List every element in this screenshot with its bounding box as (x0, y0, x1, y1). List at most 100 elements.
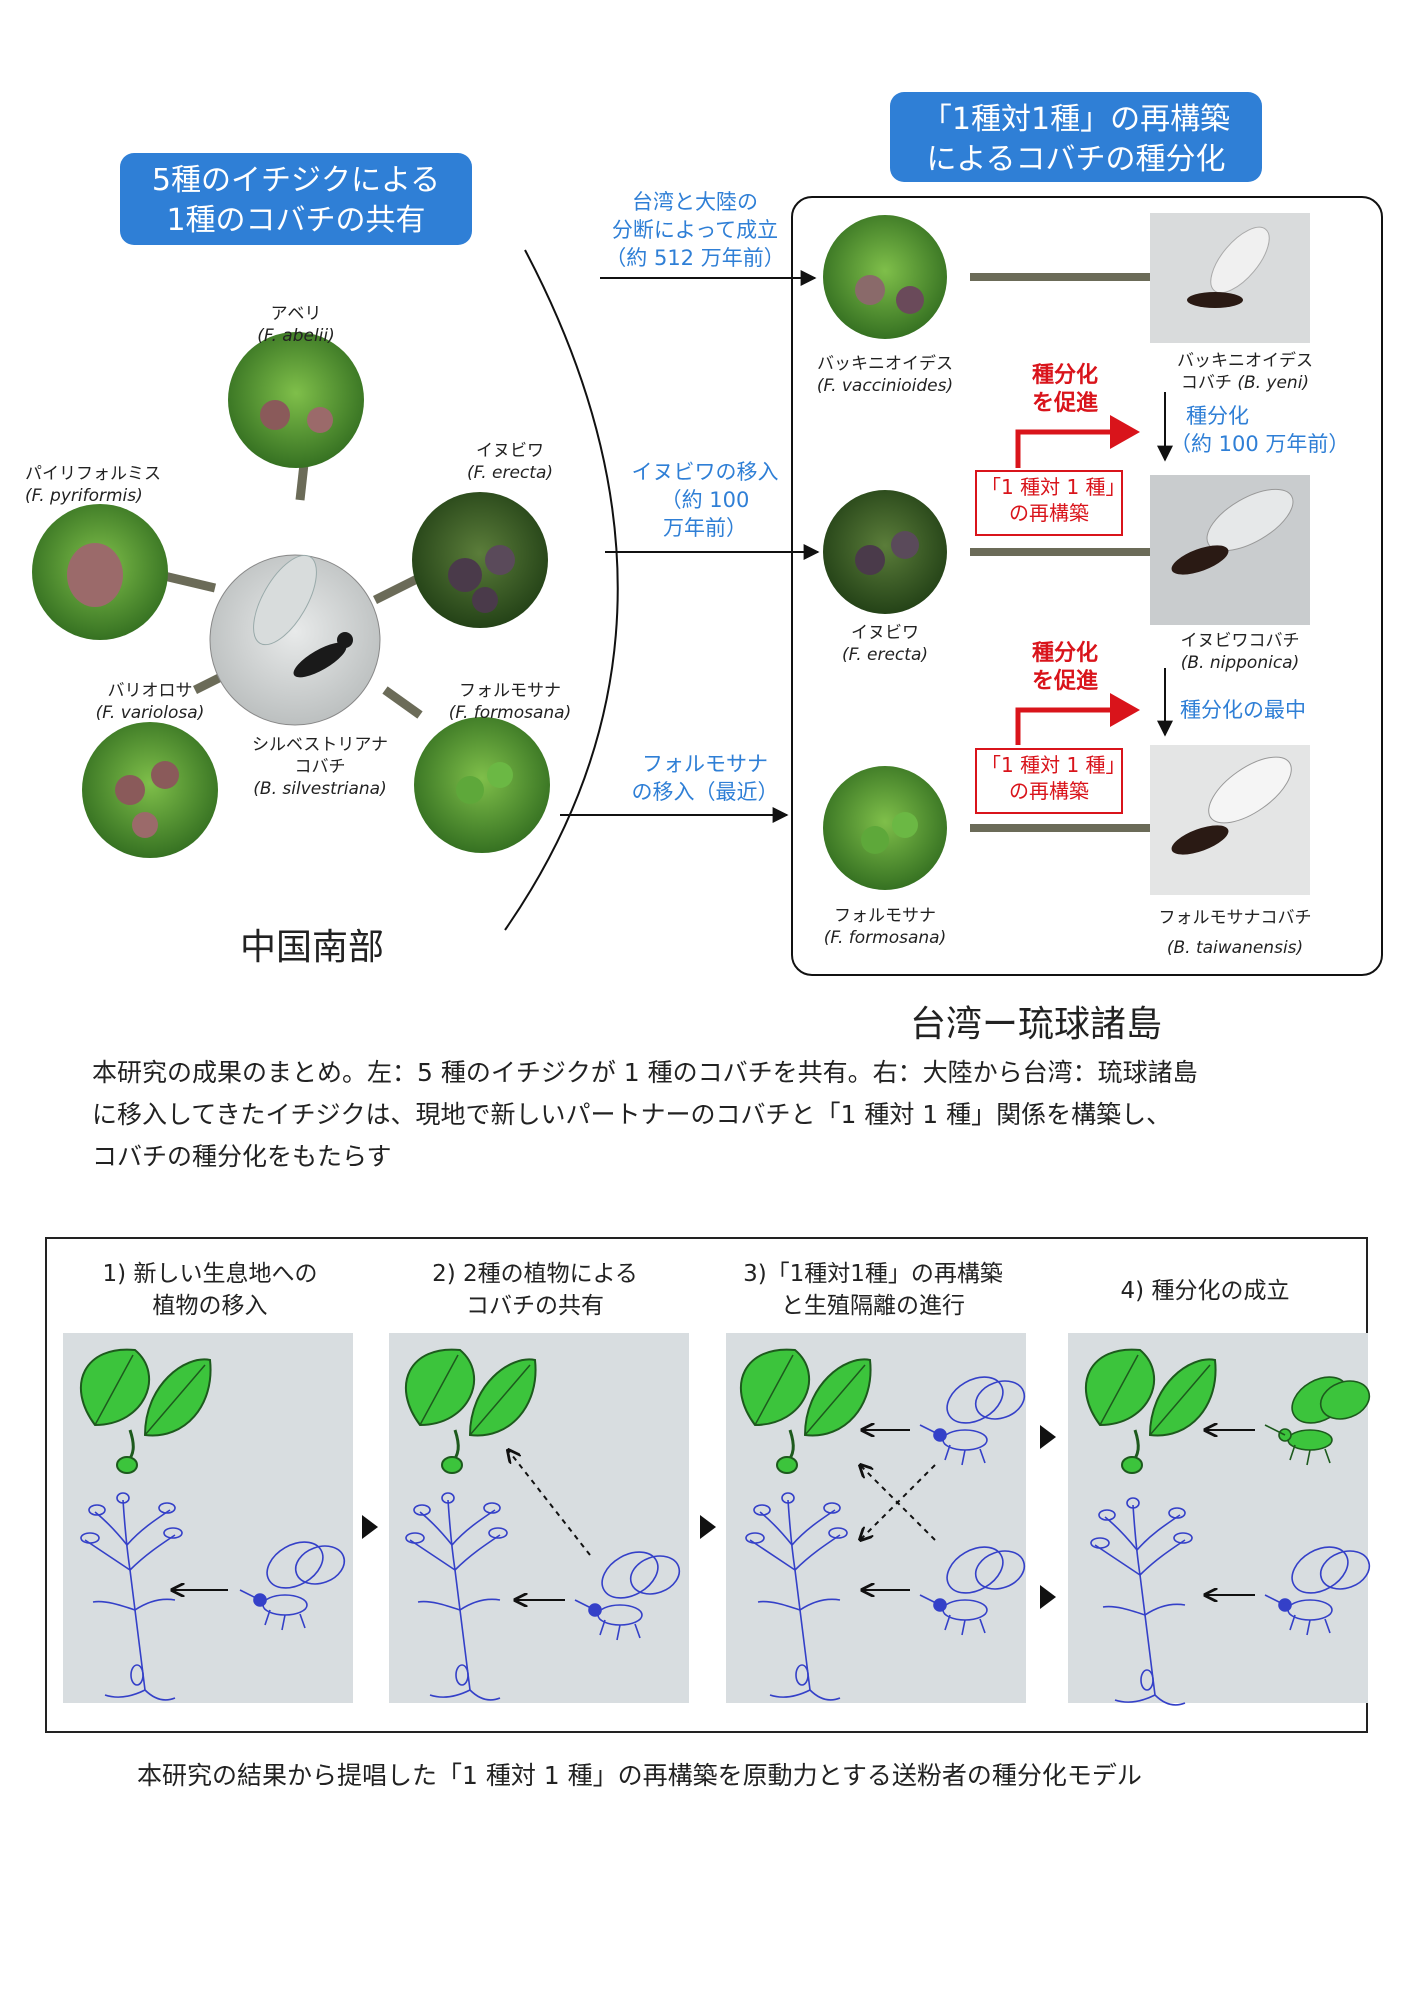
fig-label-vaccinioides-ja: バッキニオイデス (817, 354, 953, 374)
wasp-label-yeni-line2: コバチ (B. yeni) (1145, 372, 1345, 394)
panel-title-1-a: 1) 新しい生息地への (102, 1261, 318, 1287)
fig-label-abelii-ja: アベリ (270, 304, 322, 324)
promote-label-1: 種分化 を促進 (1020, 362, 1110, 418)
center-wasp-label: シルベストリアナ コバチ (B. silvestriana) (235, 734, 405, 800)
fig-label-formosana-right: フォルモサナ (F. formosana) (800, 905, 970, 949)
center-wasp-label-3: (B. silvestriana) (253, 779, 387, 799)
panel-title-3-b: と生殖隔離の進行 (781, 1293, 965, 1319)
fig-label-formosana-right-ja: フォルモサナ (834, 906, 936, 926)
fig-label-variolosa-sci: (F. variolosa) (95, 703, 205, 723)
fig-label-erecta: イヌビワ (F. erecta) (450, 440, 570, 484)
caption-summary-line2: に移入してきたイチジクは、現地で新しいパートナーのコバチと「1 種対 1 種」関… (92, 1100, 1172, 1129)
wasp-label-taiwanensis-ja: フォルモサナコバチ (1158, 908, 1312, 928)
panel-title-2: 2) 2種の植物による コバチの共有 (395, 1258, 675, 1322)
rebuild-box-1: 「1 種対 1 種」 の再構築 (975, 470, 1126, 536)
promote-arrow-1 (1015, 429, 1110, 468)
promote-label-2: 種分化 を促進 (1020, 640, 1110, 696)
fig-label-abelii-sci: (F. abelii) (257, 326, 335, 346)
arrow-label-1-c: （約 512 万年前） (605, 246, 785, 270)
center-wasp-label-1: シルベストリアナ (252, 735, 388, 755)
taiwan-ryukyu-box (791, 196, 1383, 976)
fig-photo-formosana-right (823, 766, 947, 890)
fig-photo-variolosa (82, 722, 218, 858)
caption-model: 本研究の結果から提唱した「1 種対 1 種」の再構築を原動力とする送粉者の種分化… (137, 1761, 1142, 1790)
fig-label-erecta-right: イヌビワ (F. erecta) (815, 622, 955, 666)
promote-label-1-b: を促進 (1031, 391, 1098, 416)
wasp-label-taiwanensis: フォルモサナコバチ (B. taiwanensis) (1135, 907, 1335, 959)
panel-title-3-a: 3)「1種対1種」の再構築 (743, 1261, 1003, 1287)
center-wasp-label-2: コバチ (294, 757, 346, 777)
fig-label-erecta-right-sci: (F. erecta) (842, 645, 928, 665)
rebuild-box-2-b: の再構築 (1009, 779, 1089, 803)
fig-photo-erecta (412, 492, 548, 628)
rebuild-box-1-b: の再構築 (1009, 501, 1089, 525)
right-header-box: 「1種対1種」の再構築 によるコバチの種分化 (890, 92, 1262, 182)
fig-label-erecta-right-ja: イヌビワ (851, 623, 919, 643)
fig-label-variolosa-ja: バリオロサ (107, 681, 193, 701)
region-label-south-china: 中国南部 (240, 927, 385, 968)
fig-label-pyriformis: パイリフォルミス (F. pyriformis) (25, 463, 185, 507)
region-label-taiwan-ryukyu: 台湾ー琉球諸島 (910, 1004, 1163, 1045)
arrow-label-2-c: 万年前） (663, 516, 747, 540)
wasp-label-yeni-sci: (B. yeni) (1237, 373, 1310, 393)
fig-label-vaccinioides-sci: (F. vaccinioides) (816, 376, 954, 396)
panel-title-4-a: 4) 種分化の成立 (1120, 1278, 1290, 1304)
caption-summary: 本研究の成果のまとめ。左：5 種のイチジクが 1 種のコバチを共有。右：大陸から… (92, 1052, 1352, 1178)
speciation-label-2: 種分化の最中 (1180, 698, 1306, 722)
fig-label-erecta-ja: イヌビワ (476, 441, 544, 461)
speciation-label-1-b: （約 100 万年前） (1170, 432, 1350, 456)
step-arrow-2 (700, 1515, 716, 1539)
arrow-label-2-b: （約 100 (660, 488, 750, 512)
arrow-label-1-a: 台湾と大陸の (632, 190, 758, 214)
step-arrow-1 (362, 1515, 378, 1539)
promote-label-2-b: を促進 (1031, 669, 1098, 694)
left-header-box: 5種のイチジクによる 1種のコバチの共有 (120, 153, 472, 245)
caption-summary-line1: 本研究の成果のまとめ。左：5 種のイチジクが 1 種のコバチを共有。右：大陸から… (92, 1058, 1198, 1087)
fig-label-formosana-right-sci: (F. formosana) (823, 928, 947, 948)
panel-title-1-b: 植物の移入 (152, 1293, 268, 1319)
panel-title-1: 1) 新しい生息地への 植物の移入 (70, 1258, 350, 1322)
arrow-label-3: フォルモサナ の移入（最近） (610, 750, 800, 806)
rebuild-box-1-a: 「1 種対 1 種」 (981, 475, 1126, 499)
fig-label-formosana-sci: (F. formosana) (448, 703, 572, 723)
arrow-label-3-b: の移入（最近） (631, 780, 779, 804)
wasp-label-yeni-ja2: コバチ (1180, 373, 1232, 393)
wasp-label-nipponica-ja: イヌビワコバチ (1180, 631, 1300, 651)
right-header-line1: 「1種対1種」の再構築 (921, 102, 1231, 137)
arrow-label-1-b: 分断によって成立 (611, 218, 779, 242)
region-divider-curve (504, 249, 619, 931)
left-header-line2: 1種のコバチの共有 (166, 203, 426, 238)
promote-label-1-a: 種分化 (1031, 363, 1098, 388)
arrow-label-2-a: イヌビワの移入 (631, 460, 779, 484)
fig-label-pyriformis-ja: パイリフォルミス (25, 464, 161, 484)
panel-title-4: 4) 種分化の成立 (1080, 1275, 1330, 1307)
fig-label-formosana-ja: フォルモサナ (459, 681, 561, 701)
wasp-label-yeni-ja: バッキニオイデス (1177, 351, 1313, 371)
wasp-label-nipponica-sci: (B. nipponica) (1180, 653, 1300, 673)
promote-arrow-2 (1015, 707, 1110, 745)
caption-summary-line3: コバチの種分化をもたらす (92, 1142, 392, 1171)
fig-label-variolosa: バリオロサ (F. variolosa) (70, 680, 230, 724)
left-header-line1: 5種のイチジクによる (151, 163, 441, 198)
arrow-label-1: 台湾と大陸の 分断によって成立 （約 512 万年前） (590, 188, 800, 272)
wasp-label-nipponica: イヌビワコバチ (B. nipponica) (1150, 630, 1330, 674)
wasp-label-taiwanensis-sci: (B. taiwanensis) (1166, 938, 1304, 958)
step-arrow-4 (1040, 1585, 1056, 1609)
arrow-label-2: イヌビワの移入 （約 100 万年前） (610, 458, 800, 542)
speciation-label-1-a: 種分化 (1186, 404, 1249, 428)
rebuild-box-2-a: 「1 種対 1 種」 (981, 753, 1126, 777)
arrow-label-3-a: フォルモサナ (642, 752, 768, 776)
panel-title-3: 3)「1種対1種」の再構築 と生殖隔離の進行 (718, 1258, 1028, 1322)
center-wasp-photo (209, 554, 381, 726)
fig-label-abelii: アベリ (F. abelii) (236, 303, 356, 347)
promote-label-2-a: 種分化 (1031, 641, 1098, 666)
right-header-line2: によるコバチの種分化 (926, 142, 1226, 177)
fig-photo-abelii (228, 332, 364, 468)
top-figure-graphics (32, 196, 1383, 976)
panel-title-2-a: 2) 2種の植物による (432, 1261, 638, 1287)
fig-photo-erecta-right (823, 490, 947, 614)
fig-label-vaccinioides: バッキニオイデス (F. vaccinioides) (800, 353, 970, 397)
rebuild-box-2: 「1 種対 1 種」 の再構築 (975, 748, 1126, 814)
wasp-label-yeni: バッキニオイデス コバチ (B. yeni) (1145, 350, 1345, 394)
